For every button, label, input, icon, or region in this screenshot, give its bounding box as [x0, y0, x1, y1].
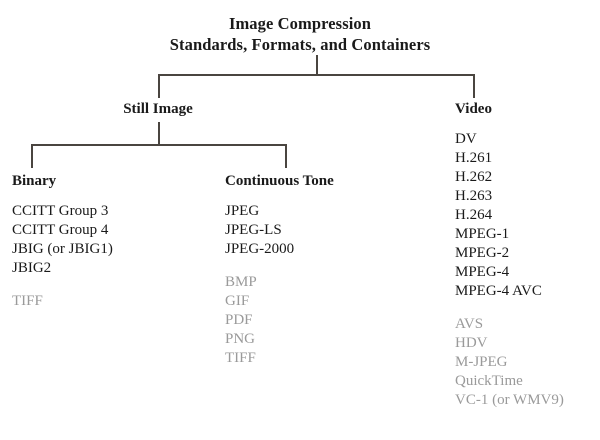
list-item: DV	[455, 131, 477, 147]
list-item: QuickTime	[455, 373, 523, 389]
connector-level2-bar	[31, 144, 287, 146]
list-item: CCITT Group 3	[12, 203, 109, 219]
column-list-binary: CCITT Group 3 CCITT Group 4 JBIG (or JBIG1…	[12, 202, 113, 311]
connector-still-image-drop	[158, 74, 160, 98]
list-item: PNG	[225, 331, 256, 347]
branch-label-video: Video	[455, 101, 492, 117]
connector-binary-drop	[31, 144, 33, 168]
title-line-2: Standards, Formats, and Containers	[169, 35, 431, 54]
list-item: H.264	[455, 207, 493, 223]
list-item: TIFF	[225, 350, 256, 366]
connector-video-drop	[473, 74, 475, 98]
list-item: MPEG-4 AVC	[455, 283, 542, 299]
list-item: H.261	[455, 150, 493, 166]
column-heading-binary: Binary	[12, 173, 57, 189]
list-item: BMP	[225, 274, 257, 290]
page-title: Image Compression Standards, Formats, an…	[0, 13, 600, 55]
branch-label-still-image: Still Image	[123, 101, 193, 117]
list-item: VC-1 (or WMV9)	[455, 392, 564, 408]
connector-continuous-tone-drop	[285, 144, 287, 168]
connector-root-stem	[316, 55, 318, 75]
list-item: CCITT Group 4	[12, 222, 109, 238]
list-item: HDV	[455, 335, 488, 351]
list-item: H.262	[455, 169, 493, 185]
list-item: GIF	[225, 293, 250, 309]
list-item: M-JPEG	[455, 354, 508, 370]
list-item: JPEG-2000	[225, 241, 295, 257]
list-item: JBIG (or JBIG1)	[12, 241, 113, 257]
list-item: TIFF	[12, 293, 43, 309]
list-item: MPEG-4	[455, 264, 510, 280]
list-item: AVS	[455, 316, 484, 332]
list-item: JPEG	[225, 203, 260, 219]
connector-level1-bar	[158, 74, 475, 76]
title-line-1: Image Compression	[228, 14, 372, 33]
list-item: H.263	[455, 188, 493, 204]
list-item: MPEG-2	[455, 245, 510, 261]
list-item: JPEG-LS	[225, 222, 282, 238]
connector-still-image-stem	[158, 122, 160, 145]
list-item: MPEG-1	[455, 226, 510, 242]
list-item: JBIG2	[12, 260, 52, 276]
list-item: PDF	[225, 312, 253, 328]
column-heading-continuous-tone: Continuous Tone	[225, 173, 334, 189]
